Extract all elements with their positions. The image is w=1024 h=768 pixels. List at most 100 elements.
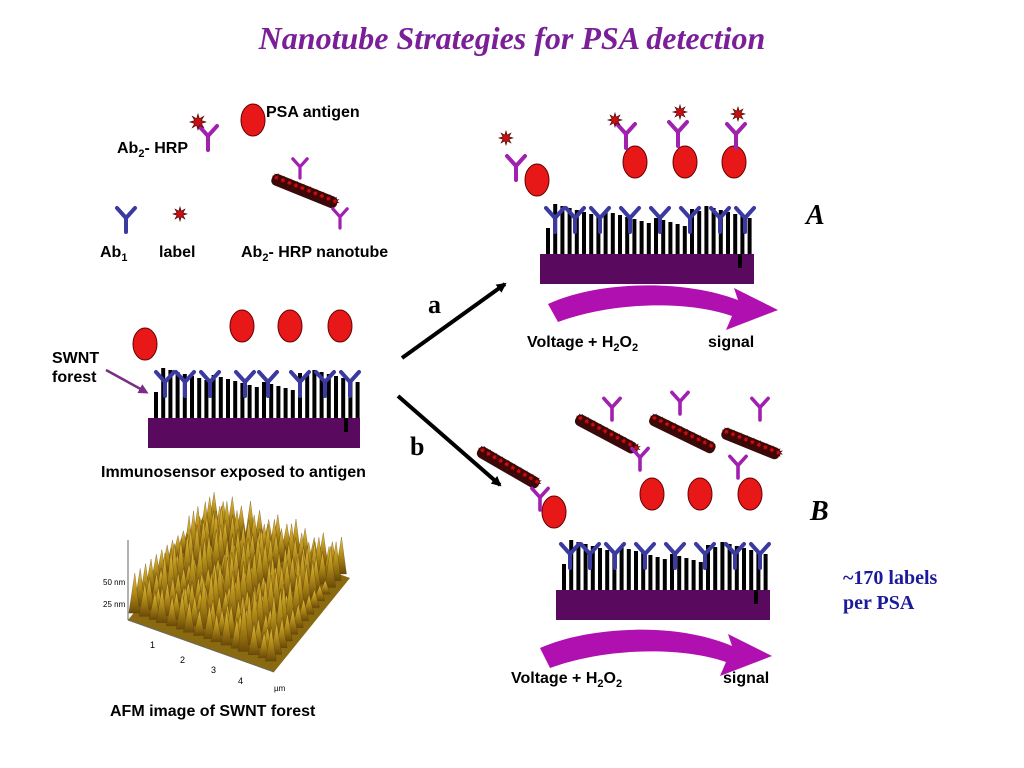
nanotube-bar <box>698 562 703 590</box>
label-icon <box>687 431 697 442</box>
label-icon <box>773 447 784 458</box>
afm-peak <box>166 595 178 627</box>
legend-psa-antigen-icon <box>240 103 266 137</box>
label-icon <box>754 440 764 450</box>
label-icon <box>297 183 308 193</box>
label-icon <box>507 462 518 473</box>
label-icon <box>271 172 282 183</box>
label-icon <box>700 437 710 448</box>
nanotube-bar <box>168 370 173 418</box>
legend-nanotube-ab2-icon <box>291 157 309 180</box>
afm-x-tick-2: 2 <box>180 655 186 665</box>
label-icon <box>606 429 617 440</box>
ab2-antibody-icon <box>602 396 622 422</box>
label-icon <box>304 186 314 196</box>
ab1-antibody-icon <box>199 370 221 398</box>
label-icon <box>323 193 334 204</box>
immunosensor-diagram <box>132 309 361 448</box>
nanotube-bar <box>684 558 689 590</box>
hrp-label-icon <box>497 129 515 147</box>
path-b-label: b <box>410 432 425 461</box>
afm-peak <box>210 613 222 643</box>
nanotube-bar <box>646 223 651 254</box>
afm-peak <box>138 582 151 617</box>
nanotube-bar <box>634 551 638 590</box>
nanotube-bar <box>218 377 223 418</box>
label-icon <box>575 413 586 423</box>
ab1-antibody-icon <box>559 542 581 570</box>
ab1-antibody-icon <box>314 370 336 398</box>
nanotube-bar <box>204 380 209 418</box>
label-icon <box>631 442 641 453</box>
nanotube-bar <box>326 374 331 418</box>
label-icon <box>760 442 771 453</box>
label-icon <box>581 416 592 427</box>
nanotube-bar <box>747 218 752 254</box>
ab2-hrp-icon <box>725 122 747 150</box>
label-icon <box>291 180 301 191</box>
nanotube-bar <box>562 564 566 590</box>
nanotube-bar <box>605 550 610 590</box>
ab2-hrp-nanotube-icon <box>574 413 641 454</box>
nanotube-bar <box>691 560 696 590</box>
afm-peak <box>265 627 277 662</box>
nanotube-bar <box>283 388 288 418</box>
hrp-label-icon <box>671 103 689 121</box>
label-icon <box>668 422 679 432</box>
nanotube-bar <box>341 378 346 418</box>
nanotube-bar <box>211 375 216 418</box>
ab1-antibody-icon <box>649 206 671 234</box>
afm-peak <box>300 565 312 605</box>
label-icon <box>693 434 704 445</box>
substrate <box>540 254 754 284</box>
ab2-hrp-nanotube-icon <box>649 413 716 454</box>
psa-antigen-icon <box>327 309 353 343</box>
panel-a-voltage: Voltage + H2O2 <box>527 334 639 355</box>
label-icon <box>594 423 604 433</box>
hrp-label-icon <box>606 111 624 129</box>
label-icon <box>317 191 327 201</box>
afm-peak <box>155 586 168 623</box>
afm-peak <box>148 591 161 620</box>
label-icon <box>618 436 629 446</box>
label-icon <box>330 196 340 206</box>
afm-peak <box>193 609 205 636</box>
legend-nanotube-icon <box>271 172 340 209</box>
panel-b-sensor <box>476 390 784 620</box>
afm-peak <box>324 546 336 588</box>
panel-b-letter: B <box>810 496 829 527</box>
nanotube-bar <box>720 542 725 590</box>
nanotube-bar <box>626 549 631 590</box>
nanotube-bar <box>632 219 637 254</box>
label-icon <box>656 416 666 426</box>
label-icon <box>662 419 672 429</box>
nanotube-bar <box>262 382 266 418</box>
psa-antigen-icon <box>687 477 713 511</box>
nanotube-bar <box>704 206 709 254</box>
ab2-hrp-icon <box>667 120 689 148</box>
nanotube-bar <box>226 379 230 418</box>
arrow-a <box>400 282 507 360</box>
nanotube-bar <box>625 217 630 254</box>
nanotube-bar <box>344 418 348 432</box>
psa-antigen-icon <box>737 477 763 511</box>
ab1-antibody-icon <box>709 206 731 234</box>
afm-peak <box>183 600 195 633</box>
afm-unit: µm <box>274 684 286 693</box>
legend-psa-antigen: PSA antigen <box>266 104 360 121</box>
psa-antigen-icon <box>672 145 698 179</box>
ab1-antibody-icon <box>544 206 566 234</box>
ab1-antibody-icon <box>604 542 626 570</box>
nanotube-bar <box>756 552 761 590</box>
panel-b-voltage: Voltage + H2O2 <box>511 670 623 691</box>
nanotube-bar <box>742 548 746 590</box>
nanotube-bar <box>290 390 295 418</box>
nanotube-bar <box>655 557 660 590</box>
legend-graphics <box>115 103 349 234</box>
nanotube-bar <box>763 554 768 590</box>
nanotube-bar <box>576 542 581 590</box>
nanotube-bar <box>639 221 644 254</box>
nanotube-bar <box>590 546 595 590</box>
signal-arrow-b <box>540 629 772 676</box>
afm-peak <box>220 609 232 646</box>
